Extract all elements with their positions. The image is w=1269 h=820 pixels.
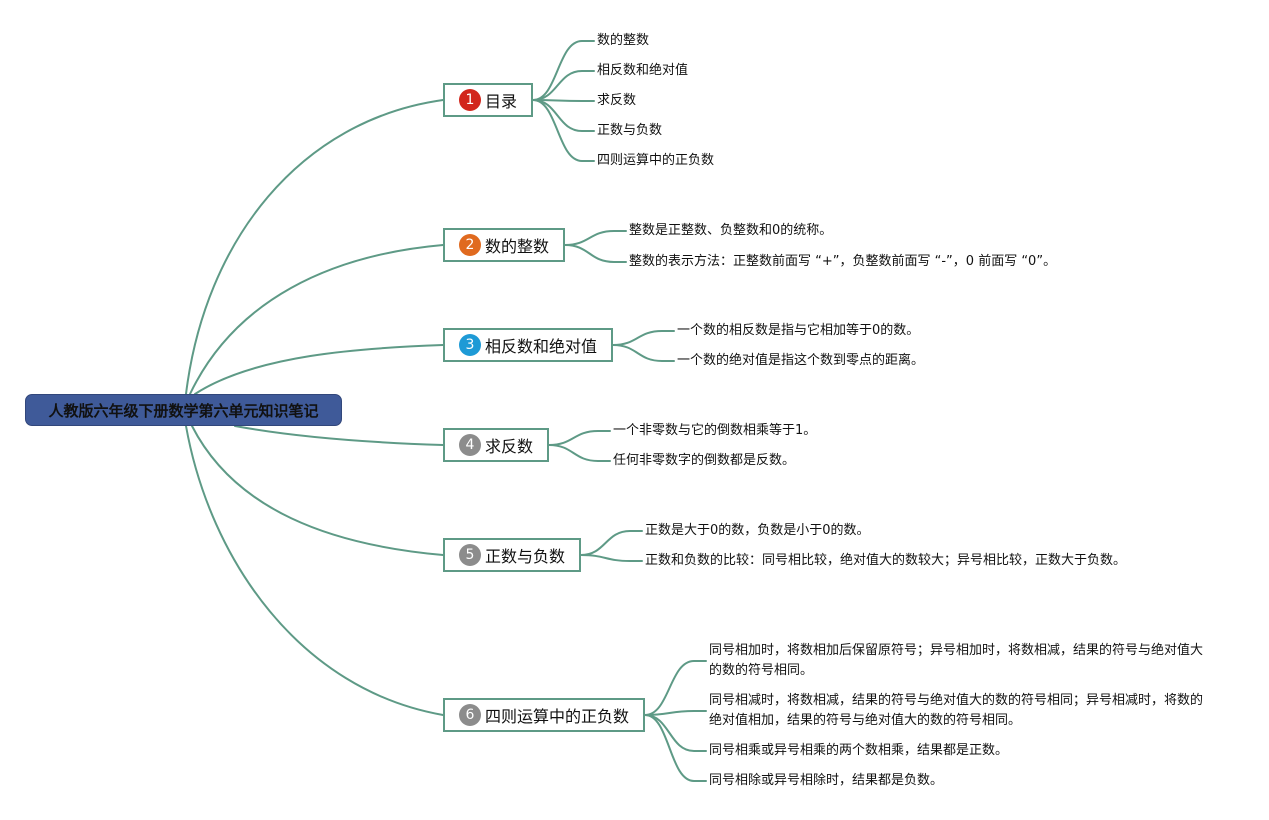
root-connector-3: [194, 344, 444, 395]
branch-topic-2[interactable]: 2 数的整数: [443, 228, 565, 262]
root-topic[interactable]: 人教版六年级下册数学第六单元知识笔记: [25, 394, 342, 426]
leaf-connector-4-1: [548, 430, 611, 446]
leaf-connector-3-1: [612, 330, 675, 346]
leaf-connector-6-2: [644, 710, 707, 716]
leaf-connector-1-5: [532, 99, 595, 162]
leaf-connector-5-2: [580, 554, 643, 562]
leaf-topic[interactable]: 数的整数: [597, 33, 650, 48]
leaf-topic[interactable]: 同号相乘或异号相乘的两个数相乘，结果都是正数。: [709, 743, 1009, 758]
number-badge-icon: 6: [459, 704, 481, 726]
leaf-topic[interactable]: 同号相除或异号相除时，结果都是负数。: [709, 773, 944, 788]
branch-label: 数的整数: [485, 237, 550, 256]
root-connector-4: [234, 425, 444, 446]
leaf-topic[interactable]: 一个数的绝对值是指这个数到零点的距离。: [677, 353, 925, 368]
leaf-topic[interactable]: 同号相加时，将数相加后保留原符号；异号相加时，将数相减，结果的符号与绝对值大的数…: [709, 643, 1204, 678]
branch-label: 目录: [485, 92, 518, 111]
number-badge-icon: 5: [459, 544, 481, 566]
leaf-connector-2-1: [564, 230, 627, 246]
leaf-connector-2-2: [564, 244, 627, 263]
number-badge-icon: 3: [459, 334, 481, 356]
root-connector-2: [189, 244, 444, 395]
branch-label: 求反数: [485, 437, 534, 456]
leaf-connector-6-4: [644, 714, 707, 782]
branch-topic-3[interactable]: 3 相反数和绝对值: [443, 328, 613, 362]
number-badge-icon: 4: [459, 434, 481, 456]
leaf-topic[interactable]: 四则运算中的正负数: [597, 153, 715, 168]
leaf-topic[interactable]: 整数的表示方法：正整数前面写 “+”，负整数前面写 “-”，0 前面写 “0”。: [629, 254, 1057, 269]
leaf-connector-3-2: [612, 344, 675, 362]
leaf-connector-4-2: [548, 444, 611, 462]
leaf-topic[interactable]: 正数是大于0的数，负数是小于0的数。: [645, 523, 870, 538]
leaf-connector-6-1: [644, 660, 707, 716]
leaf-topic[interactable]: 正数与负数: [597, 123, 663, 138]
root-connector-5: [191, 425, 444, 556]
leaf-topic[interactable]: 任何非零数字的倒数都是反数。: [613, 453, 796, 468]
branch-label: 相反数和绝对值: [485, 337, 598, 356]
branch-topic-1[interactable]: 1 目录: [443, 83, 533, 117]
branch-topic-4[interactable]: 4 求反数: [443, 428, 549, 462]
leaf-connector-5-1: [580, 530, 643, 556]
branch-topic-5[interactable]: 5 正数与负数: [443, 538, 581, 572]
root-connector-6: [185, 425, 444, 716]
leaf-topic[interactable]: 一个非零数与它的倒数相乘等于1。: [613, 423, 817, 438]
branch-label: 四则运算中的正负数: [485, 707, 630, 726]
leaf-topic[interactable]: 正数和负数的比较：同号相比较，绝对值大的数较大；异号相比较，正数大于负数。: [645, 553, 1127, 568]
leaf-connector-1-1: [532, 40, 595, 101]
branch-label: 正数与负数: [485, 547, 566, 566]
number-badge-icon: 2: [459, 234, 481, 256]
leaf-topic[interactable]: 整数是正整数、负整数和0的统称。: [629, 223, 833, 238]
number-badge-icon: 1: [459, 89, 481, 111]
branch-topic-6[interactable]: 6 四则运算中的正负数: [443, 698, 645, 732]
leaf-topic[interactable]: 求反数: [597, 93, 637, 108]
leaf-connector-1-2: [532, 70, 595, 101]
leaf-topic[interactable]: 同号相减时，将数相减，结果的符号与绝对值大的数的符号相同；异号相减时，将数的绝对…: [709, 693, 1204, 728]
leaf-topic[interactable]: 一个数的相反数是指与它相加等于0的数。: [677, 323, 920, 338]
leaf-connector-6-3: [644, 714, 707, 752]
root-connector-1: [185, 99, 444, 395]
leaf-topic[interactable]: 相反数和绝对值: [597, 63, 689, 78]
